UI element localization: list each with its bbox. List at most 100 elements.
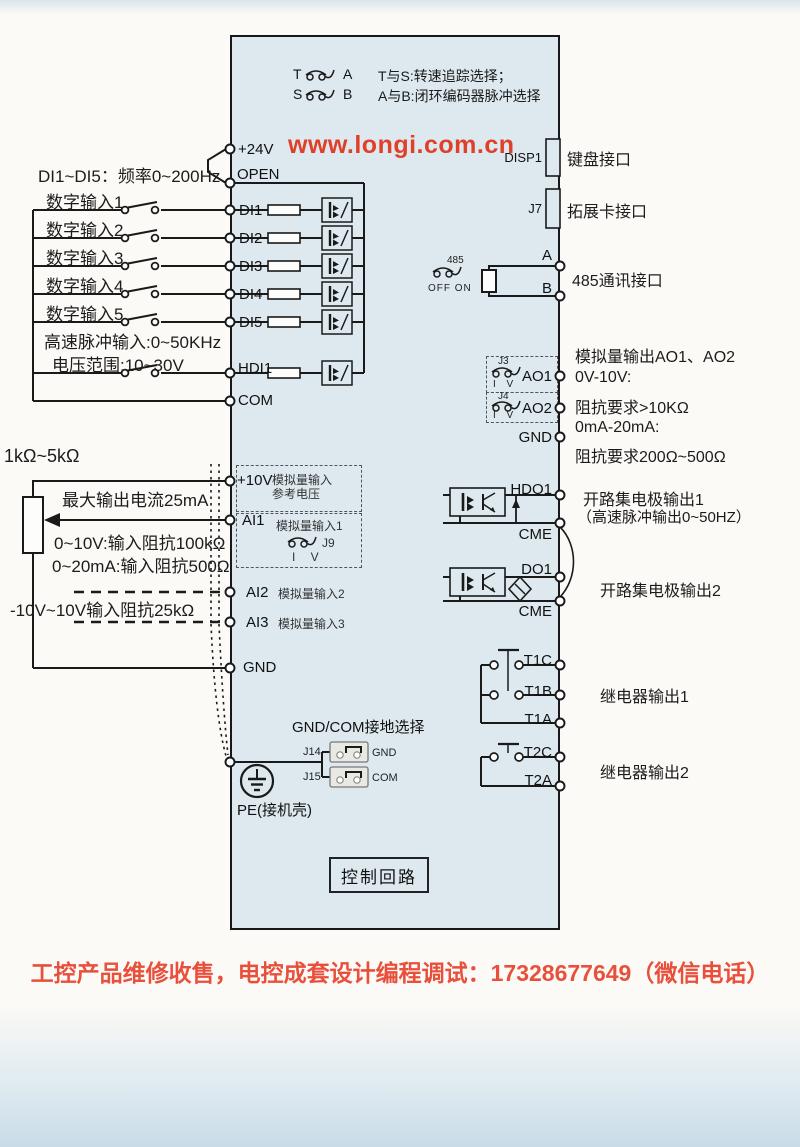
gndcom-select-title: GND/COM接地选择 (292, 719, 425, 736)
website-url: www.longi.com.cn (288, 131, 515, 159)
j7-label: J7 (528, 201, 542, 216)
j15-jumper (329, 766, 369, 788)
ts-switch-icon (305, 69, 335, 81)
j15-label: J15 (303, 771, 321, 783)
di1-input-label: 数字输入1 (46, 193, 124, 212)
relay1-desc: 继电器输出1 (600, 689, 689, 706)
ai2-inner-label: 模拟量输入2 (278, 587, 345, 601)
j14-label: J14 (303, 746, 321, 758)
terminal-a-label: A (541, 247, 552, 264)
ab-switch-left-label: S (293, 86, 303, 102)
terminal-t2a-label: T2A (524, 772, 552, 789)
j9-iv-label: I V (292, 550, 325, 564)
ref-voltage-dashed-box (236, 465, 362, 512)
terminal-di1-label: DI1 (239, 202, 263, 219)
ab-switch-right-label: B (343, 86, 353, 102)
terminal-gnd2-label: GND (518, 429, 552, 446)
terminal-hdo1-label: HDO1 (510, 481, 552, 498)
j4-iv-label: I V (493, 410, 518, 421)
terminal-ai2-label: AI2 (246, 584, 269, 601)
ai1-dashed-box (236, 513, 362, 568)
ts-switch-right-label: A (343, 66, 353, 82)
j3-label: J3 (498, 356, 509, 367)
di3-input-label: 数字输入3 (46, 249, 124, 268)
ts-switch-left-label: T (293, 66, 302, 82)
pot-value-label: 1kΩ~5kΩ (4, 446, 80, 466)
terminal-do1-label: DO1 (521, 561, 552, 578)
terminal-di5-label: DI5 (239, 314, 263, 331)
terminal-10v-label: +10V (237, 472, 273, 489)
terminal-ao2-label: AO2 (521, 400, 552, 417)
di-note: DI1~DI5：频率0~200Hz (38, 167, 221, 186)
terminal-di4-label: DI4 (239, 286, 263, 303)
oc2-desc: 开路集电极输出2 (600, 583, 721, 600)
keyboard-interface-label: 键盘接口 (567, 152, 632, 169)
expansion-card-label: 拓展卡接口 (567, 204, 648, 221)
hdi-note-2: 电压范围:10~30V (52, 356, 184, 375)
ai1-impedance-note-1: 0~10V:输入阻抗100kΩ (54, 534, 226, 553)
comm485-label: 485通讯接口 (572, 273, 663, 290)
sw485-label: 485 (447, 255, 464, 266)
hdo1-optocoupler-icon (448, 486, 507, 518)
terminal-t2c-label: T2C (523, 744, 552, 761)
terminal-cme2-label: CME (518, 603, 552, 620)
ai1-inner-label: 模拟量输入1 (276, 519, 343, 533)
ab-switch-icon (305, 89, 335, 101)
j15-target-label: COM (372, 772, 398, 784)
oc1-desc-2: （高速脉冲输出0~50HZ） (577, 509, 751, 526)
terminal-di3-label: DI3 (239, 258, 263, 275)
terminal-t1c-label: T1C (523, 652, 552, 669)
max-current-note: 最大输出电流25mA (62, 491, 209, 510)
disp1-label: DISP1 (504, 150, 542, 165)
hdi-note-1: 高速脉冲输入:0~50KHz (44, 333, 222, 352)
di5-input-label: 数字输入5 (46, 305, 124, 324)
ab-switch-desc: A与B:闭环编码器脉冲选择 (378, 88, 541, 104)
optocoupler-icons (320, 196, 507, 598)
j14-jumper (329, 741, 369, 763)
terminal-t1b-label: T1B (524, 683, 552, 700)
ao-line-4: 阻抗要求200Ω~500Ω (575, 449, 726, 466)
terminal-open-label: OPEN (237, 166, 280, 183)
ref-voltage-note-1: 模拟量输入 (272, 473, 333, 487)
485-switch-icon (432, 266, 462, 278)
terminal-hdi1-label: HDI1 (238, 360, 273, 377)
control-loop-box: 控制回路 (329, 857, 429, 893)
wires (22, 138, 575, 799)
sw485-state-label: OFF ON (428, 283, 472, 294)
oc1-desc-1: 开路集电极输出1 (583, 492, 704, 509)
ai3-inner-label: 模拟量输入3 (278, 617, 345, 631)
terminal-gnd-label: GND (243, 659, 277, 676)
terminal-24v-label: +24V (238, 141, 274, 158)
j4-label: J4 (498, 391, 509, 402)
control-circuit-box (230, 35, 560, 930)
j9-label: J9 (322, 536, 335, 550)
ts-switch-desc: T与S:转速追踪选择； (378, 68, 512, 84)
j9-switch-icon (287, 536, 317, 548)
pe-label: PE(接机壳) (237, 802, 313, 819)
terminal-ao1-label: AO1 (521, 368, 552, 385)
terminal-cme1-label: CME (518, 526, 552, 543)
control-loop-label: 控制回路 (341, 867, 417, 887)
terminal-di2-label: DI2 (239, 230, 263, 247)
ai23-impedance-note: -10V~10V输入阻抗25kΩ (10, 601, 195, 620)
ao-title: 模拟量输出AO1、AO2 (575, 349, 736, 366)
input-resistors (267, 204, 301, 379)
terminal-b-label: B (541, 280, 552, 297)
jumper-blocks (329, 741, 369, 788)
terminal-ai3-label: AI3 (246, 614, 269, 631)
j14-target-label: GND (372, 747, 397, 759)
di4-input-label: 数字输入4 (46, 277, 124, 296)
ao-line-3: 0mA-20mA: (575, 419, 660, 436)
di2-input-label: 数字输入2 (46, 221, 124, 240)
terminal-t1a-label: T1A (524, 711, 552, 728)
ai1-impedance-note-2: 0~20mA:输入阻抗500Ω (52, 557, 230, 576)
ref-voltage-note-2: 参考电压 (272, 487, 321, 501)
terminal-ai1-label: AI1 (242, 512, 265, 529)
ao-line-1: 0V-10V: (575, 369, 632, 386)
ao-line-2: 阻抗要求>10KΩ (575, 400, 689, 417)
footer-contact-ad: 工控产品维修收售，电控成套设计编程调试：17328677649（微信电话） (30, 960, 770, 986)
terminal-com-label: COM (238, 392, 273, 409)
relay2-desc: 继电器输出2 (600, 765, 689, 782)
